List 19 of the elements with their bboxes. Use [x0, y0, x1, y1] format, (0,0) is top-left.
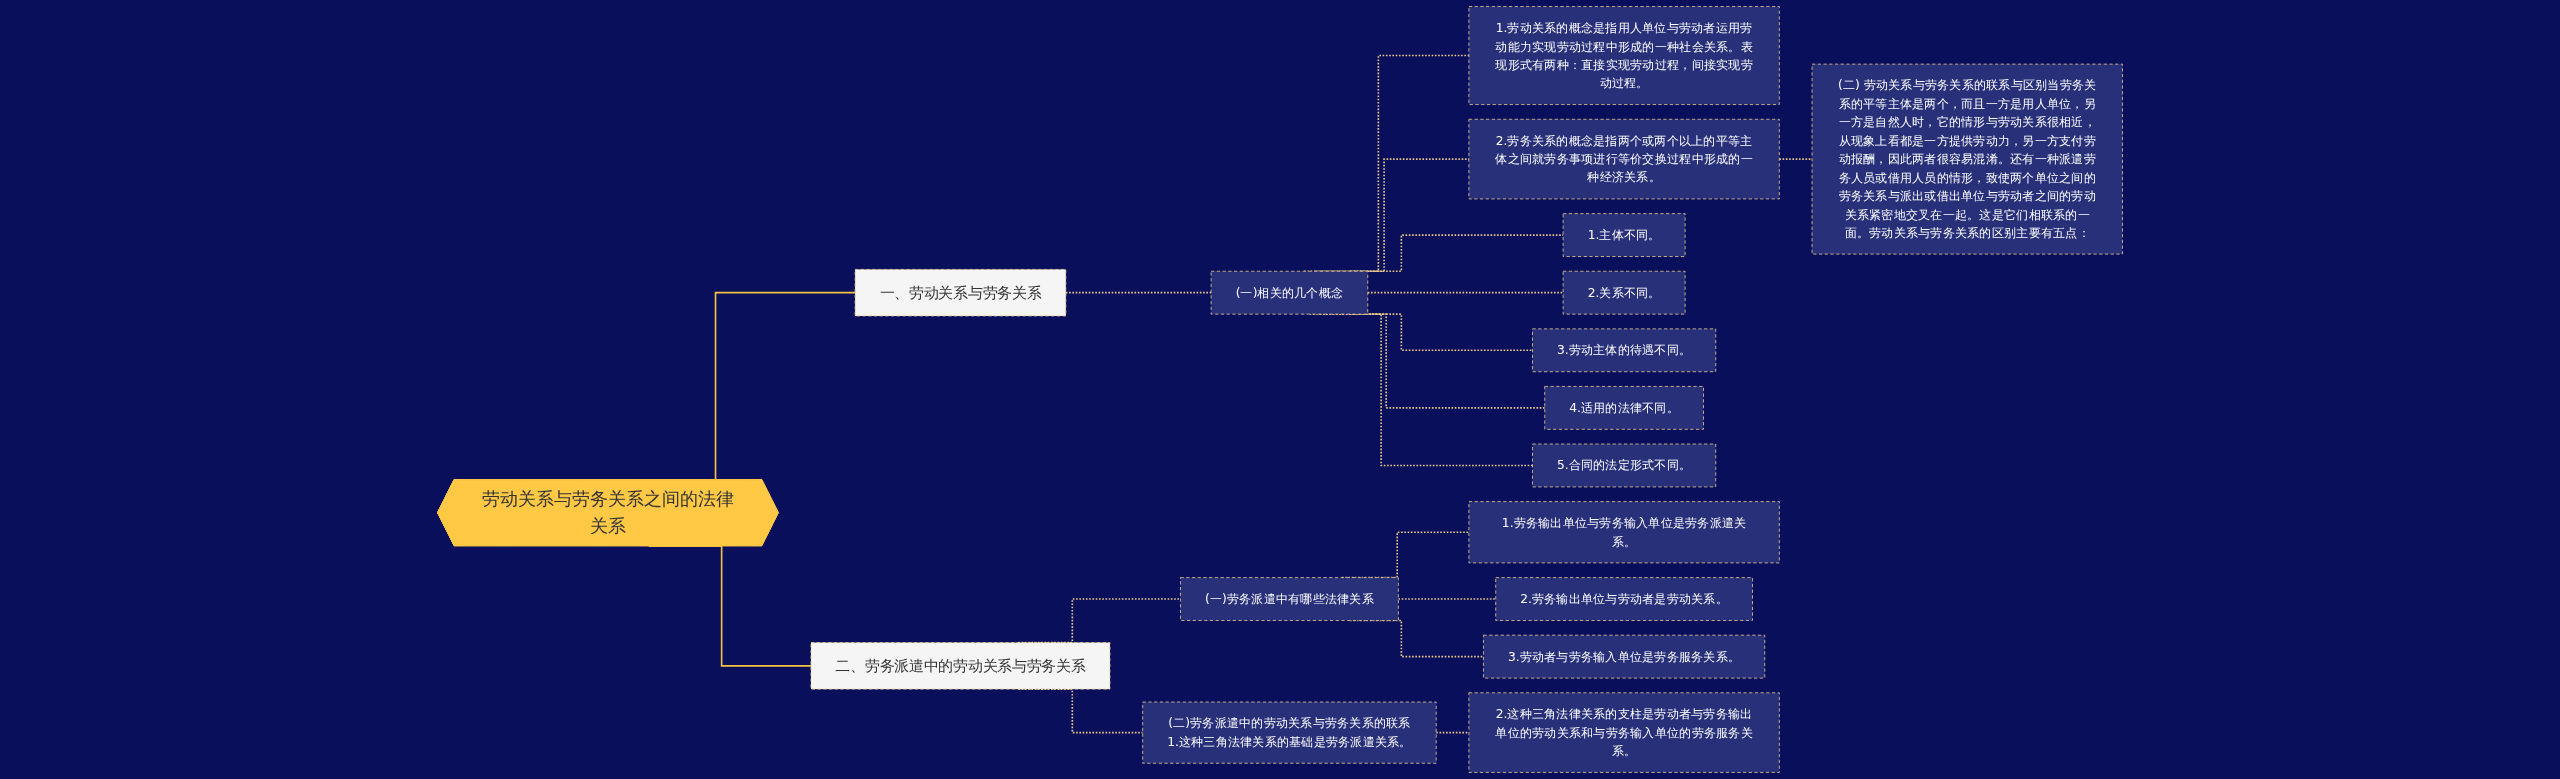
- node-box: 2.劳务输出单位与劳动者是劳动关系。: [1495, 577, 1753, 621]
- node-box: 5.合同的法定形式不同。: [1532, 443, 1717, 488]
- node-box: (二)劳务派遣中的劳动关系与劳务关系的联系 1.这种三角法律关系的基础是劳务派遣关系。: [1142, 701, 1437, 764]
- node-box: 2.关系不同。: [1562, 270, 1686, 315]
- node-box: (一)相关的几个概念: [1210, 270, 1369, 315]
- node-box: 3.劳动主体的待遇不同。: [1532, 328, 1717, 373]
- node-box: 一、劳动关系与劳务关系: [854, 269, 1067, 317]
- node-box: (二) 劳动关系与劳务关系的联系与区别当劳务关系的平等主体是两个，而且一方是用人单位，另一方是自然人时，它的情形与劳动关系很相近，从现象上看都是一方提供劳动力，另一方支付劳动报酬，因此两者很容易混淆。还有一种派遣劳务人员或借用人员的情形，致使两个单位之间的劳务关系与派出或借出单位与劳动者之间的劳动关系紧密地交叉在一起。这是它们相联系的一面。劳动关系与劳务关系的区别主要有五点：: [1811, 63, 2123, 255]
- node-box: 2.这种三角法律关系的支柱是劳动者与劳务输出单位的劳动关系和与劳务输入单位的劳务服务关系。: [1468, 692, 1780, 773]
- node-box: (一)劳务派遣中有哪些法律关系: [1180, 577, 1399, 621]
- node-box: 二、劳务派遣中的劳动关系与劳务关系: [810, 642, 1111, 690]
- connector: [1366, 291, 1564, 294]
- node-box: 3.劳动者与劳务输入单位是劳务服务关系。: [1483, 634, 1766, 679]
- node-box: 1.主体不同。: [1562, 213, 1686, 257]
- node-box: 2.劳务关系的概念是指两个或两个以上的平等主体之间就劳务事项进行等价交换过程中形成的一种经济关系。: [1468, 118, 1780, 200]
- node-box: 1.劳务输出单位与劳务输入单位是劳务派遣关系。: [1468, 501, 1780, 564]
- node-box: 4.适用的法律不同。: [1544, 386, 1704, 430]
- connector: [1065, 291, 1212, 294]
- node-box: 1.劳动关系的概念是指用人单位与劳动者运用劳动能力实现劳动过程中形成的一种社会关系。表现形式有两种：直接实现劳动过程，间接实现劳动过程。: [1468, 6, 1780, 105]
